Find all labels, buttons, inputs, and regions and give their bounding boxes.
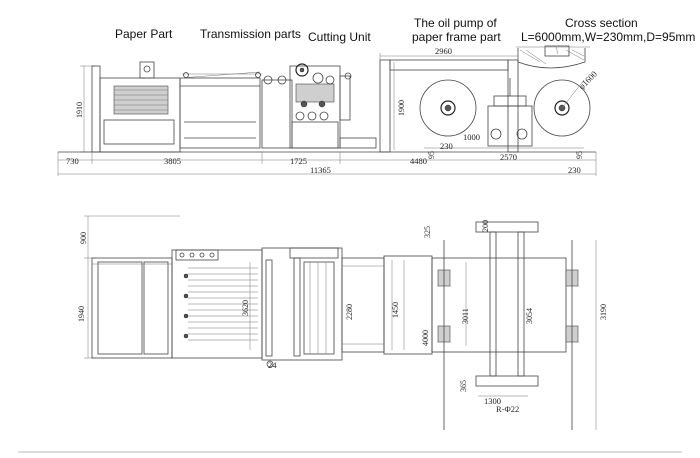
cross-section-sketch <box>516 45 590 69</box>
dim-1300: 1300 <box>484 396 501 406</box>
dim-1450: 1450 <box>391 302 400 318</box>
label-paper-part: Paper Part <box>115 27 173 41</box>
dim-11365: 11365 <box>310 165 331 175</box>
dim-325: 325 <box>423 226 432 238</box>
top-view: 900 1940 3620 <box>77 215 608 430</box>
label-oil-pump-line1: The oil pump of <box>414 16 497 30</box>
dim-phi1600: φ1600 <box>576 69 599 92</box>
label-cross-section-dims: L=6000mm,W=230mm,D=95mm <box>521 30 695 44</box>
dim-1725: 1725 <box>290 156 307 166</box>
dim-1940: 1940 <box>77 306 86 322</box>
dim-1900: 1900 <box>397 100 406 116</box>
dim-3054: 3054 <box>525 308 534 324</box>
label-cutting-unit: Cutting Unit <box>308 30 371 44</box>
dim-1910: 1910 <box>75 102 84 118</box>
dim-3805: 3805 <box>164 156 181 166</box>
dim-4000: 4000 <box>421 330 430 346</box>
dim-2570: 2570 <box>500 152 517 162</box>
dim-200: 200 <box>481 220 490 232</box>
dim-95b: 95 <box>575 151 584 159</box>
side-view: 1910 <box>57 46 599 176</box>
callout-24: 24 <box>268 360 277 370</box>
dim-3190: 3190 <box>599 304 608 320</box>
label-transmission-parts: Transmission parts <box>200 27 301 41</box>
dim-3620: 3620 <box>241 300 250 316</box>
dim-230b: 230 <box>568 165 581 175</box>
dim-365: 365 <box>459 380 468 392</box>
dim-95a: 95 <box>427 151 436 159</box>
dim-1000: 1000 <box>463 132 480 142</box>
dim-230a: 230 <box>440 141 453 151</box>
dim-730: 730 <box>66 156 79 166</box>
dim-2960: 2960 <box>435 46 452 56</box>
dim-900: 900 <box>79 232 88 244</box>
label-cross-section-title: Cross section <box>565 16 638 30</box>
label-oil-pump-line2: paper frame part <box>412 30 501 44</box>
dim-2280: 2280 <box>345 304 354 320</box>
dim-r-phi22: R-Φ22 <box>496 404 519 414</box>
dim-3011: 3011 <box>461 308 470 324</box>
dim-4480: 4480 <box>410 156 427 166</box>
